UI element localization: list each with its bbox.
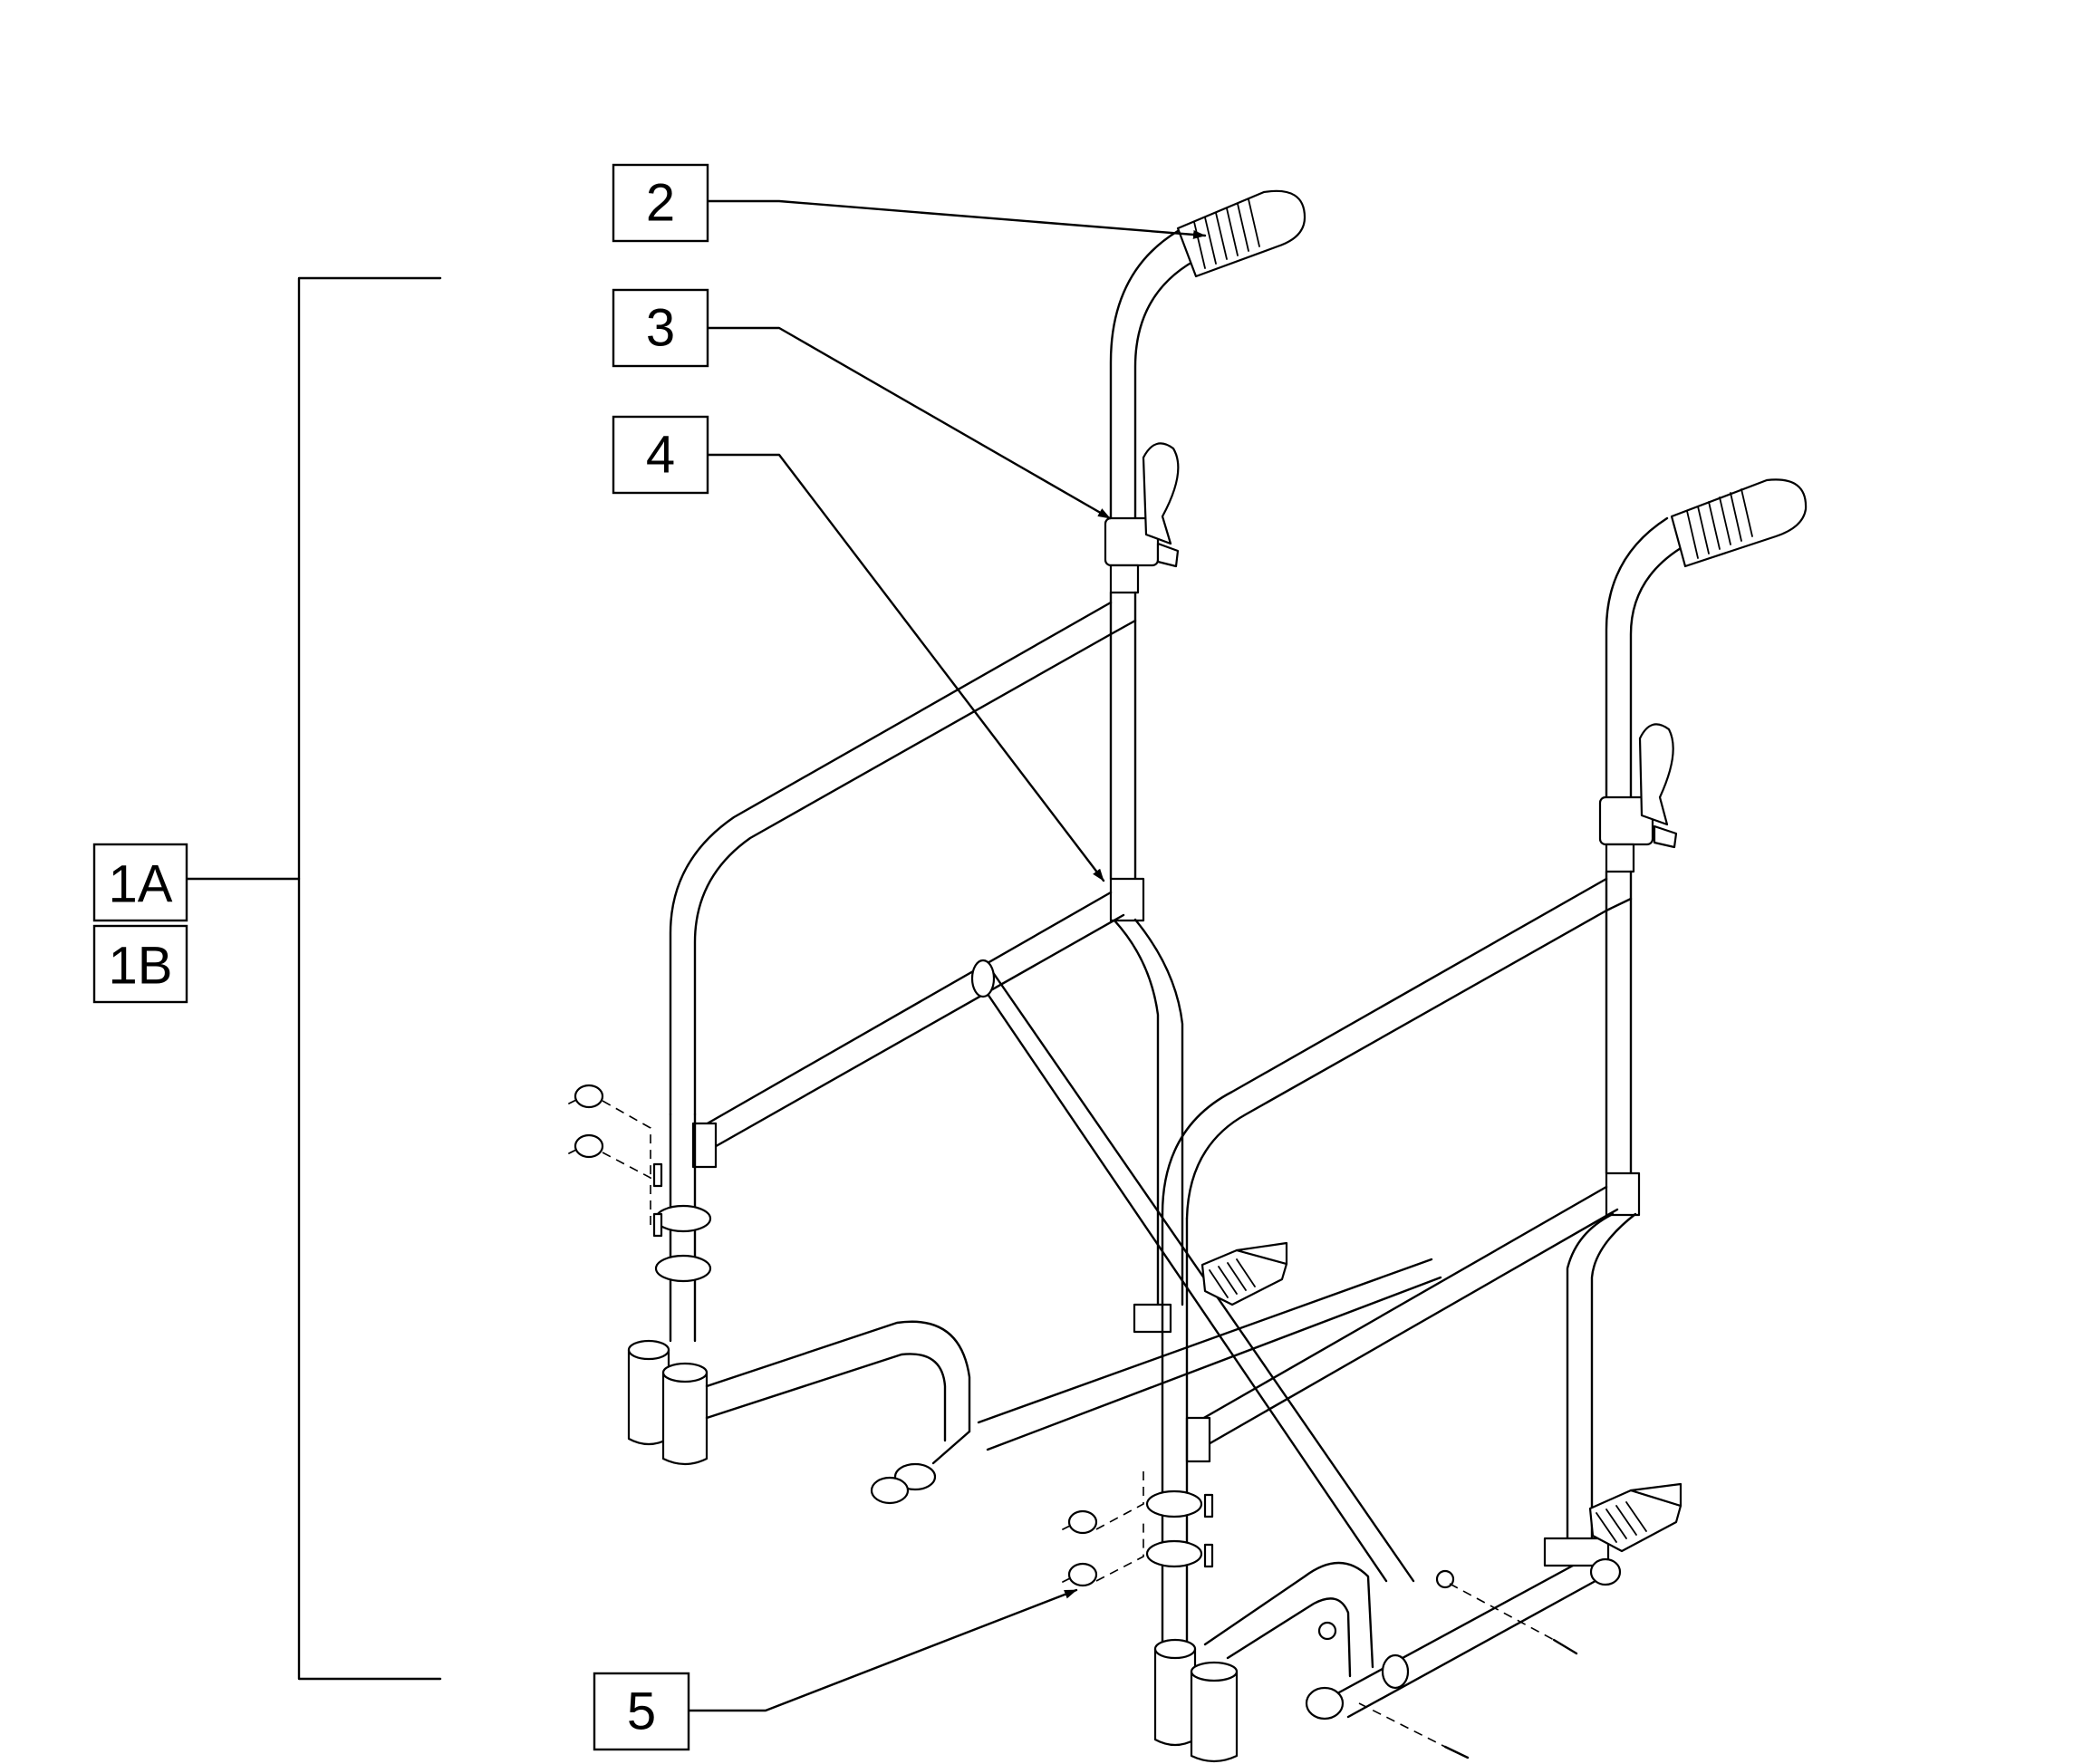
- callout-5: 5: [593, 1672, 690, 1751]
- callout-5-text: 5: [627, 1682, 656, 1741]
- right-side-frame: [1145, 478, 1808, 1763]
- caster-socket-left: [627, 1339, 709, 1466]
- callout-1a: 1A: [92, 843, 188, 922]
- footplate-rear: [1200, 1241, 1288, 1306]
- cross-brace: [970, 959, 1442, 1583]
- leader-lines: [687, 199, 1207, 1712]
- callout-4-text: 4: [646, 426, 675, 485]
- thumb-screws-right: [1062, 1468, 1214, 1587]
- callout-3-text: 3: [646, 299, 675, 358]
- handle-grip-right: [1670, 478, 1808, 568]
- callout-1b: 1B: [92, 924, 188, 1004]
- height-clamp-left: [1104, 442, 1180, 594]
- thumb-screws-left: [568, 1084, 663, 1238]
- footrest-bolts: [1317, 1569, 1578, 1759]
- callout-1b-text: 1B: [109, 937, 173, 996]
- height-clamp-right: [1598, 723, 1678, 873]
- assembly-bracket: [186, 276, 442, 1681]
- footplate-front: [1588, 1482, 1683, 1553]
- caster-socket-right: [1153, 1638, 1239, 1763]
- callout-3: 3: [612, 288, 709, 368]
- callout-2-text: 2: [646, 174, 675, 233]
- handle-grip-left: [1176, 189, 1306, 278]
- callout-2: 2: [612, 163, 709, 243]
- left-side-frame: [627, 189, 1306, 1505]
- callout-4: 4: [612, 415, 709, 495]
- callout-1a-text: 1A: [109, 855, 173, 914]
